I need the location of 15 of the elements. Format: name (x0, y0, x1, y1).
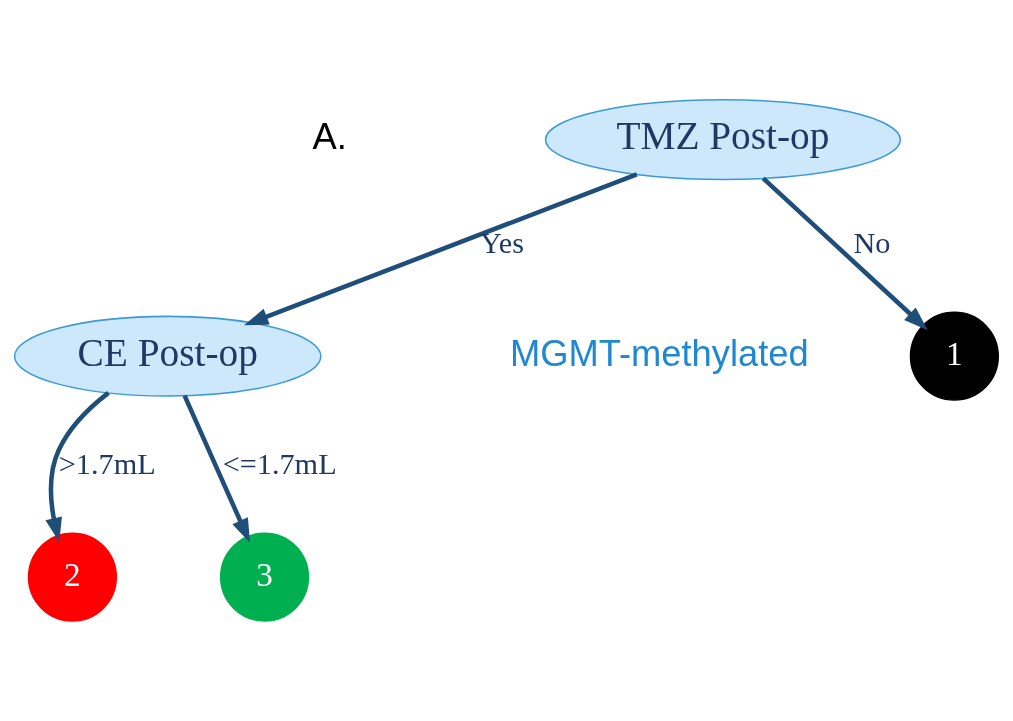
edge-label: No (853, 226, 891, 261)
node-circle: 3 (219, 532, 310, 622)
node-ellipse: TMZ Post-op (544, 99, 902, 181)
label: A. (312, 116, 347, 158)
node-ellipse: CE Post-op (13, 315, 322, 397)
edge-label: <=1.7mL (222, 447, 337, 482)
arrow (182, 394, 250, 543)
node-circle: 1 (909, 311, 999, 401)
edge-label: Yes (480, 226, 525, 261)
node-circle: 2 (27, 532, 118, 622)
arrow (761, 176, 928, 331)
arrow (45, 391, 110, 543)
arrow (244, 172, 638, 326)
edge-label: >1.7mL (58, 447, 156, 482)
label: MGMT-methylated (510, 332, 809, 374)
